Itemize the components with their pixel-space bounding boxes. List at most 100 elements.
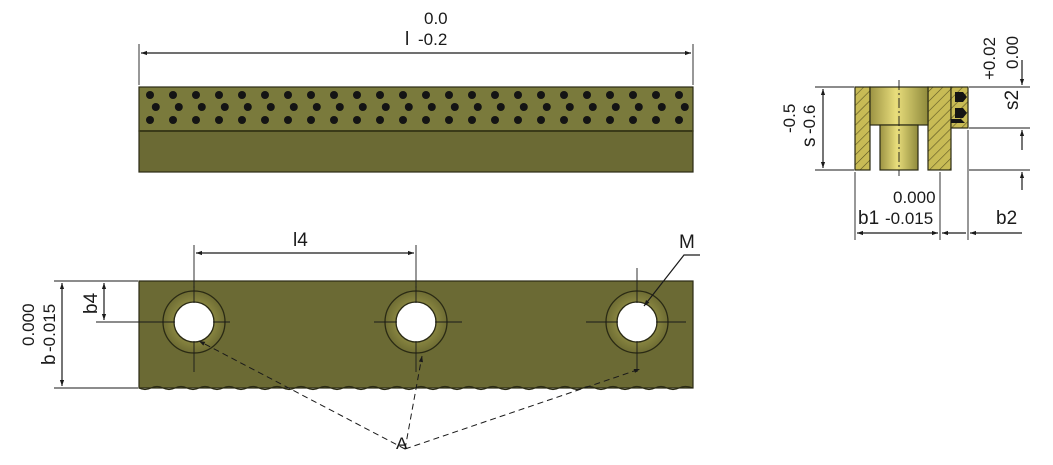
graphite-plug xyxy=(606,91,614,99)
graphite-plug xyxy=(675,116,683,124)
graphite-plug xyxy=(583,116,591,124)
graphite-plug xyxy=(445,91,453,99)
graphite-plug xyxy=(197,103,206,111)
counterbore-label: A xyxy=(396,434,408,453)
graphite-plug xyxy=(146,91,154,99)
graphite-plug xyxy=(514,116,522,124)
graphite-plug xyxy=(261,116,269,124)
graphite-plug xyxy=(220,103,229,111)
graphite-plug xyxy=(542,103,551,111)
graphite-plug xyxy=(353,116,361,124)
graphite-plug xyxy=(399,91,407,99)
graphite-plug xyxy=(657,103,666,111)
graphite-plug xyxy=(169,91,177,99)
graphite-plug xyxy=(330,116,338,124)
counterbore-leader-2 xyxy=(404,355,423,450)
section-left-wall xyxy=(854,86,871,171)
graphite-plugs xyxy=(146,91,689,124)
graphite-plug xyxy=(169,116,177,124)
graphite-plug xyxy=(514,91,522,99)
counterbored-hole-3 xyxy=(586,268,686,372)
graphite-plug xyxy=(629,116,637,124)
graphite-plug xyxy=(634,103,643,111)
graphite-plug xyxy=(652,116,660,124)
top-view-plug-strip xyxy=(138,86,694,132)
section-view: -0.5 s -0.6 +0.02 0.00 s2 0.000 b1 -0.01… xyxy=(780,36,1030,240)
top-view-base xyxy=(138,130,694,173)
pitch-label: l4 xyxy=(293,230,308,251)
graphite-plug xyxy=(629,91,637,99)
graphite-plug xyxy=(468,116,476,124)
width-upper-tol: 0.000 xyxy=(19,303,38,346)
graphite-plug xyxy=(422,91,430,99)
graphite-plug xyxy=(307,116,315,124)
graphite-plug xyxy=(307,91,315,99)
graphite-plug xyxy=(238,116,246,124)
graphite-plug xyxy=(353,91,361,99)
graphite-plug xyxy=(491,91,499,99)
graphite-plug xyxy=(284,116,292,124)
graphite-plug xyxy=(146,116,154,124)
counterbored-hole-1 xyxy=(158,286,230,372)
thickness-lower-tol: -0.6 xyxy=(800,105,819,134)
graphite-plug xyxy=(330,91,338,99)
graphite-plug xyxy=(284,91,292,99)
graphite-plug xyxy=(537,116,545,124)
length-upper-tol: 0.0 xyxy=(424,9,448,28)
thickness-upper-tol: -0.5 xyxy=(780,104,799,133)
b1-upper-tol: 0.000 xyxy=(893,188,936,207)
graphite-plug xyxy=(151,103,160,111)
graphite-plug xyxy=(289,103,298,111)
graphite-plug xyxy=(468,91,476,99)
top-view: 0.0 l -0.2 xyxy=(138,9,694,173)
graphite-plug xyxy=(261,91,269,99)
graphite-plug xyxy=(376,91,384,99)
graphite-plug xyxy=(445,116,453,124)
graphite-plug xyxy=(588,103,597,111)
graphite-plug xyxy=(565,103,574,111)
b1-label: b1 xyxy=(858,208,879,229)
graphite-plug xyxy=(335,103,344,111)
graphite-plug xyxy=(519,103,528,111)
length-lower-tol: -0.2 xyxy=(418,30,447,49)
s2-upper-tol: +0.02 xyxy=(980,37,999,80)
graphite-plug xyxy=(174,103,183,111)
b1-lower-tol: -0.015 xyxy=(885,209,933,228)
bottom-view-wavy-edge xyxy=(138,385,694,391)
graphite-plug xyxy=(427,103,436,111)
s2-label: s2 xyxy=(1002,90,1023,110)
thread-label: M xyxy=(679,232,695,253)
graphite-plug xyxy=(358,103,367,111)
bottom-view: l4 b4 0.000 b -0.015 M A xyxy=(19,230,700,453)
graphite-plug xyxy=(192,116,200,124)
graphite-plug xyxy=(312,103,321,111)
graphite-plug xyxy=(652,91,660,99)
graphite-plug xyxy=(583,91,591,99)
graphite-plug xyxy=(192,91,200,99)
graphite-plug xyxy=(215,116,223,124)
graphite-plug xyxy=(243,103,252,111)
counterbore-leader-3 xyxy=(404,368,641,450)
graphite-plug xyxy=(376,116,384,124)
graphite-plug xyxy=(611,103,620,111)
graphite-plug xyxy=(266,103,275,111)
graphite-plug xyxy=(496,103,505,111)
graphite-plug xyxy=(450,103,459,111)
thread-leader xyxy=(643,254,700,307)
section-right-wall xyxy=(927,86,952,171)
width-label: b xyxy=(39,354,60,365)
graphite-plug xyxy=(473,103,482,111)
thickness-label: s xyxy=(799,138,820,148)
graphite-plug xyxy=(680,103,689,111)
s2-lower-tol: 0.00 xyxy=(1003,36,1022,69)
section-plug-1 xyxy=(955,92,967,102)
counterbored-hole-2 xyxy=(374,286,462,372)
graphite-plug xyxy=(491,116,499,124)
graphite-plug xyxy=(399,116,407,124)
graphite-plug xyxy=(537,91,545,99)
counterbore-leader-1 xyxy=(198,340,406,450)
graphite-plug xyxy=(560,116,568,124)
graphite-plug xyxy=(560,91,568,99)
graphite-plug xyxy=(238,91,246,99)
